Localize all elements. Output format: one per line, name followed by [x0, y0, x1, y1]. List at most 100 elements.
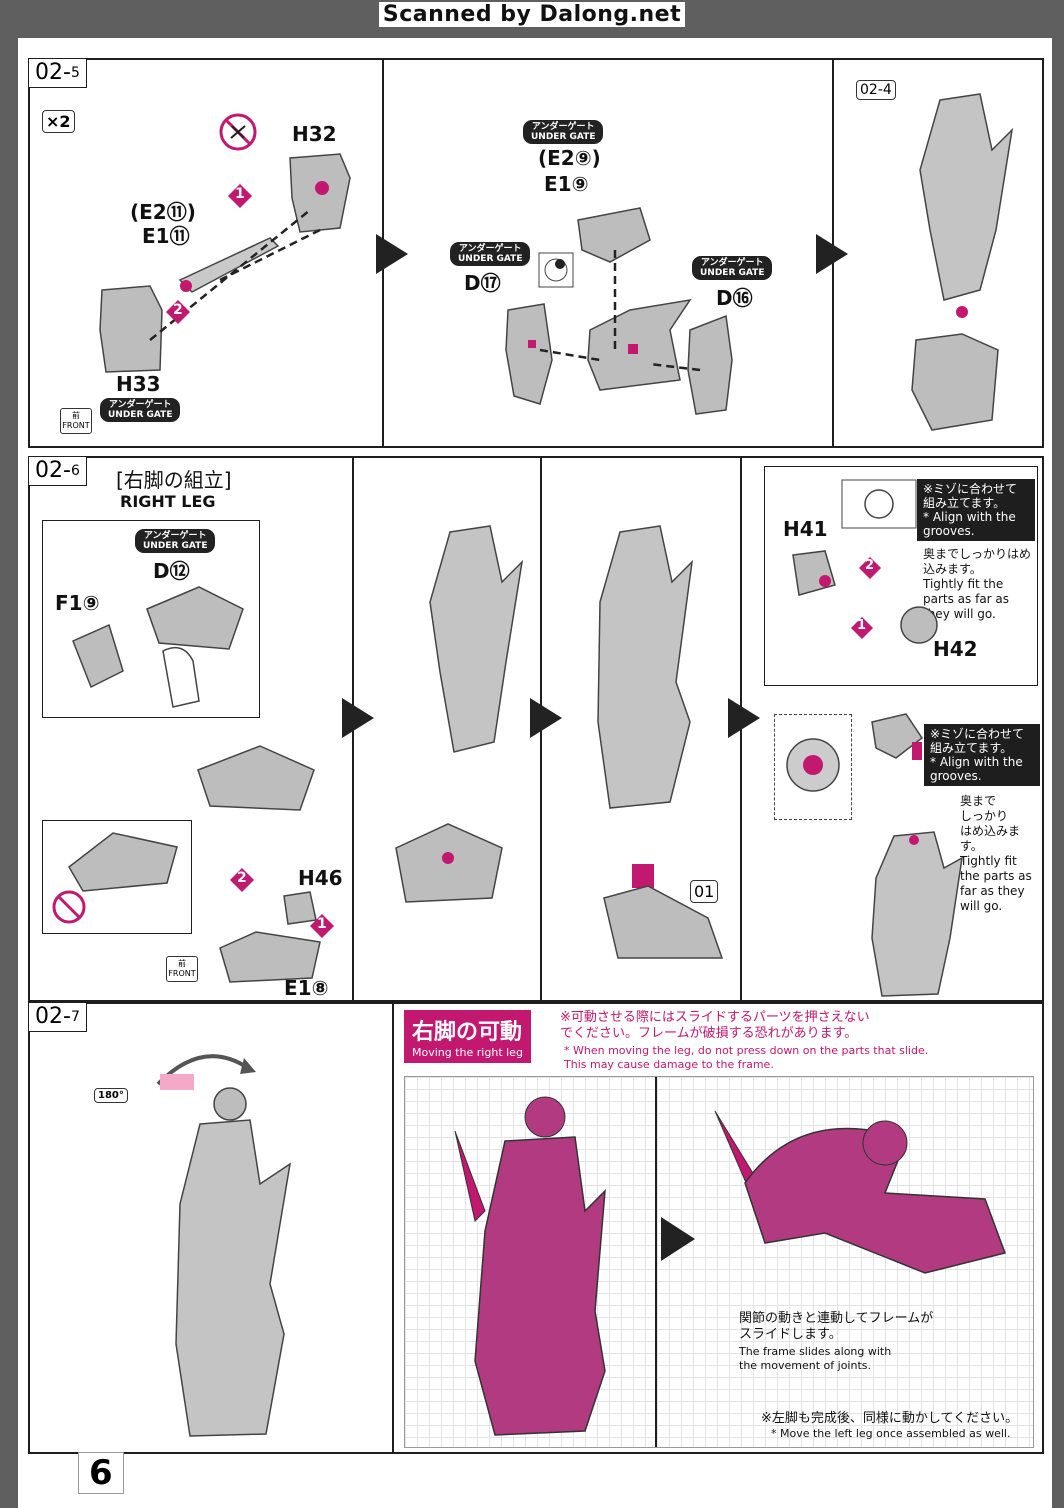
- next-arrow-icon: [342, 698, 374, 738]
- step-label: 02-7: [28, 1002, 87, 1032]
- step-number-2-icon: [859, 557, 881, 579]
- part-label: (E2⑪): [130, 200, 196, 224]
- leg-bent-pink: [714, 1110, 1006, 1274]
- part-label: E1⑨: [544, 172, 589, 196]
- no-cut-icon: [219, 113, 257, 151]
- part-label: D⑯: [716, 286, 753, 310]
- watermark: Scanned by Dalong.net: [0, 2, 1064, 27]
- leg-assembled-illustration: [597, 525, 694, 809]
- step-02-5-panel: 02-5 ×2 H32 (E2⑪) E1⑪ 1 2 H3: [28, 58, 1044, 448]
- step-number-2-icon: [166, 300, 190, 324]
- part-h42-illustration: [900, 606, 938, 644]
- part-label: H33: [116, 372, 161, 396]
- part-label: F1⑨: [55, 591, 100, 615]
- ball-joint-icon: [538, 252, 574, 288]
- leg-core-illustration: [587, 298, 692, 391]
- hip-joint-illustration: [871, 713, 924, 760]
- manual-page: 02-5 ×2 H32 (E2⑪) E1⑪ 1 2 H3: [18, 38, 1052, 1508]
- part-d17-illustration: [505, 303, 553, 405]
- step-title-jp: [右脚の組立]: [116, 468, 232, 492]
- left-leg-footer: ※左脚も完成後、同様に動かしてください。: [761, 1411, 1019, 1426]
- no-cut-icon: [52, 890, 86, 924]
- detail-inset: [42, 820, 192, 934]
- step-number-1-icon: [228, 184, 252, 208]
- part-d12-illustration: [146, 586, 244, 650]
- assembly-arrows: [539, 250, 701, 372]
- frame-01-illustration: [603, 864, 724, 959]
- movement-diagram: 関節の動きと連動してフレームがスライドします。 The frame slides…: [404, 1076, 1034, 1448]
- next-arrow-icon: [530, 698, 562, 738]
- left-leg-footer-en: * Move the left leg once assembled as we…: [771, 1427, 1011, 1440]
- divider: [655, 1077, 657, 1447]
- part-label: H41: [783, 517, 828, 541]
- fit-tip: 奥までしっかりはめ込みます。Tightly fit the parts as f…: [923, 547, 1032, 621]
- next-arrow-icon: [728, 698, 760, 738]
- leg-final-illustration: [871, 831, 963, 997]
- rotate-180-badge: 180°: [94, 1088, 128, 1103]
- multiplier-badge: ×2: [42, 110, 75, 133]
- part-h33-illustration: [99, 285, 163, 373]
- part-label: H32: [292, 122, 337, 146]
- rotate-arrow-icon: [156, 1054, 256, 1090]
- part-h41-illustration: [792, 550, 836, 596]
- step-label: 02-5: [28, 58, 87, 88]
- part-label: H42: [933, 637, 978, 661]
- leg-straight-pink: [454, 1096, 606, 1436]
- step-number-2-icon: [230, 868, 254, 892]
- socket-icon: [786, 738, 840, 792]
- warning-text-en: * When moving the leg, do not press down…: [564, 1044, 929, 1071]
- step-02-7-panel: 02-7 180° 右脚の可動 Moving the right leg ※可動…: [28, 1002, 1044, 1454]
- part-frame-illustration: [68, 832, 178, 892]
- step-number-1: 1: [317, 916, 327, 932]
- joint-detail-box: ※ミゾに合わせて組み立てます。* Align with the grooves.…: [764, 466, 1038, 686]
- knee-part-illustration: [395, 823, 503, 903]
- part-d12-assembled: [197, 745, 315, 811]
- leg-upper-illustration: [919, 93, 1014, 318]
- part-e1-9-illustration: [577, 207, 651, 263]
- divider: [392, 1004, 394, 1452]
- part-f1-illustration: [72, 623, 124, 689]
- part-d16-illustration: [687, 314, 733, 415]
- fit-tip: 奥までしっかりはめ込みます。Tightly fit the parts as f…: [960, 794, 1032, 913]
- align-note: ※ミゾに合わせて組み立てます。* Align with the grooves.: [924, 724, 1040, 786]
- step-number-1: 1: [857, 618, 867, 633]
- warning-text: ※可動させる際にはスライドするパーツを押さえないでください。フレームが破損する恐…: [560, 1010, 870, 1041]
- part-e1-8-illustration: [219, 931, 321, 983]
- step-number-2: 2: [173, 302, 183, 318]
- step-number-2: 2: [237, 870, 247, 886]
- assembly-arrows: [149, 209, 321, 341]
- hand-icon: [162, 646, 200, 708]
- part-label: E1⑪: [142, 224, 190, 248]
- full-leg-illustration: [175, 1087, 292, 1437]
- frame-slide-caption: 関節の動きと連動してフレームがスライドします。: [739, 1311, 934, 1342]
- leg-upper-illustration: [429, 525, 524, 753]
- part-label: D⑫: [153, 559, 190, 583]
- part-label: (E2⑨): [538, 146, 601, 170]
- groove-detail-inset: [774, 714, 852, 820]
- next-arrow-icon: [661, 1217, 695, 1261]
- align-note: ※ミゾに合わせて組み立てます。* Align with the grooves.: [917, 479, 1035, 541]
- part-01-badge: 01: [690, 880, 719, 903]
- ref-step-badge: 02-4: [856, 80, 896, 100]
- part-label: D⑰: [464, 271, 501, 295]
- step-number-2: 2: [865, 558, 875, 573]
- step-number-1-icon: [851, 617, 873, 639]
- moving-leg-heading: 右脚の可動 Moving the right leg: [404, 1010, 531, 1063]
- step-label: 02-6: [28, 456, 87, 486]
- next-arrow-icon: [816, 234, 848, 274]
- step-title-en: RIGHT LEG: [120, 492, 216, 511]
- leg-lower-illustration: [911, 333, 999, 431]
- page-number: 6: [78, 1452, 124, 1494]
- step-number-1-icon: [310, 914, 334, 938]
- part-label: H46: [298, 866, 343, 890]
- next-arrow-icon: [376, 234, 408, 274]
